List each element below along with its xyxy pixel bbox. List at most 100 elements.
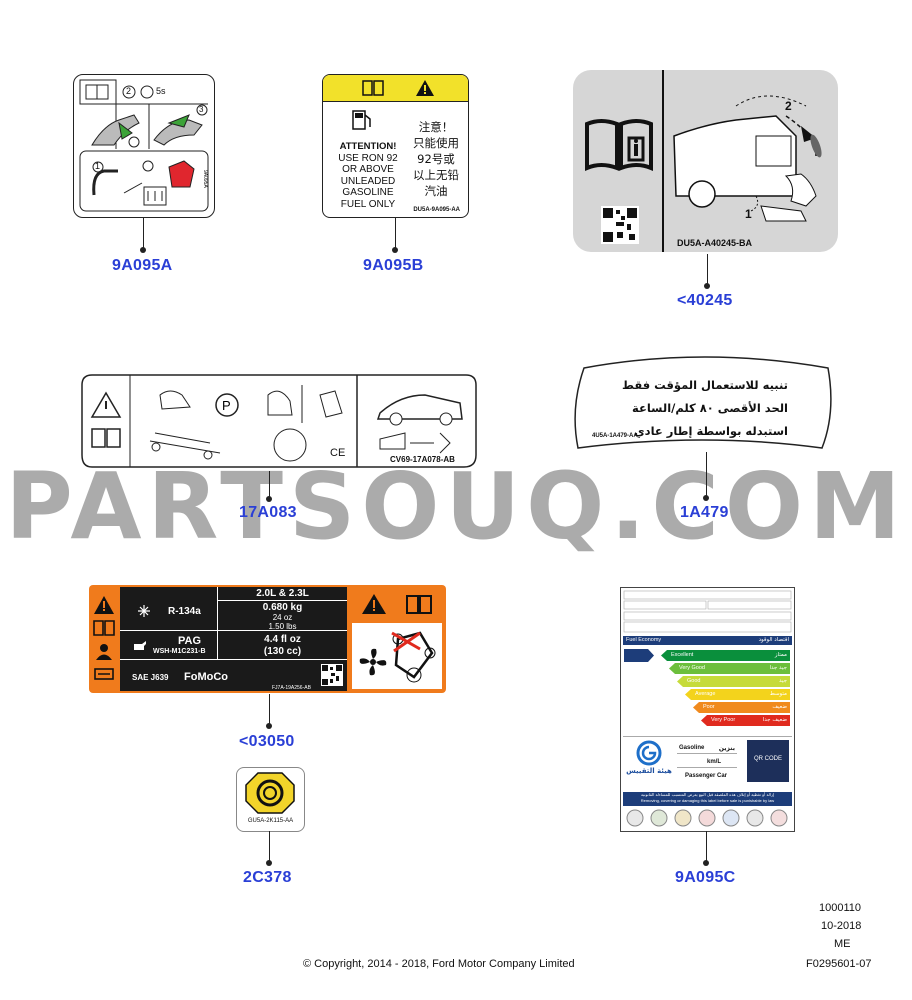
english-warning-text: ATTENTION! USE RON 92 OR ABOVE UNLEADED … bbox=[329, 141, 407, 210]
ce-mark: CE bbox=[330, 447, 346, 459]
step-one-label: 1 bbox=[745, 207, 752, 221]
fuel-line-1: USE RON 92 bbox=[338, 152, 398, 164]
part-number-17a083[interactable]: 17A083 bbox=[239, 504, 297, 521]
legal-warning-en: Removing, covering or damaging this labe… bbox=[640, 798, 775, 803]
label-2c378: GU5A-2K115-AA bbox=[236, 767, 305, 832]
warning-header bbox=[323, 75, 468, 102]
part-number-40245[interactable]: <40245 bbox=[677, 292, 733, 309]
warning-triangle-icon bbox=[362, 594, 386, 614]
energy-grade-bar: Very Poor ضعيف جدا bbox=[701, 715, 790, 726]
fan-icon bbox=[359, 648, 387, 676]
leader-line-9a095c bbox=[706, 831, 707, 863]
part-number-03050[interactable]: <03050 bbox=[239, 733, 295, 750]
manual-book-icon bbox=[362, 80, 384, 96]
fuel-type-value: Gasoline bbox=[679, 745, 705, 751]
part-number-9a095a[interactable]: 9A095A bbox=[112, 257, 173, 274]
svg-text:9A095A: 9A095A bbox=[202, 170, 208, 188]
part-number-9a095c[interactable]: 9A095C bbox=[675, 869, 736, 886]
fuel-economy-title: Fuel Economy bbox=[626, 637, 662, 643]
jacking-label-outline: P bbox=[81, 374, 477, 468]
fuel-pump-icon bbox=[352, 110, 371, 130]
fuel-line-5: FUEL ONLY bbox=[340, 198, 396, 210]
oil-quantity: 4.4 fl oz (130 cc) bbox=[218, 634, 347, 658]
warning-triangle-icon bbox=[94, 596, 114, 614]
leader-line-40245 bbox=[707, 254, 708, 286]
chinese-line-4: 以上无铅 bbox=[413, 168, 459, 182]
sae-standard: SAE J639 bbox=[132, 673, 169, 682]
vehicle-details-panel: هيئة التقييس Gasoline بنزين km/L Passeng… bbox=[623, 736, 792, 793]
chinese-line-1: 注意！ bbox=[418, 120, 454, 134]
vehicle-info-fields bbox=[623, 590, 792, 633]
leader-line-1a479 bbox=[706, 452, 707, 498]
grade-label-ar: جيد bbox=[779, 678, 787, 684]
fuel-line-2: OR ABOVE bbox=[342, 164, 394, 175]
reference-number: 1000110 bbox=[819, 902, 862, 914]
manual-book-icon bbox=[93, 620, 115, 636]
standards-authority-logo bbox=[636, 740, 662, 766]
figure-number: F0295601-07 bbox=[806, 958, 872, 970]
oil-spec: WSH-M1C231-B bbox=[153, 648, 206, 655]
label-code: FJ7A-19A256-AB bbox=[272, 685, 311, 691]
authority-name-ar: هيئة التقييس bbox=[626, 767, 672, 775]
leader-line-9a095a bbox=[143, 218, 144, 250]
chinese-line-2: 只能使用 bbox=[413, 136, 459, 150]
recovery-unit-icon bbox=[94, 668, 114, 680]
leader-line-2c378 bbox=[269, 831, 270, 863]
fuel-line-4: GASOLINE bbox=[342, 187, 394, 198]
label-9a095b: ATTENTION! USE RON 92 OR ABOVE UNLEADED … bbox=[322, 74, 469, 218]
leader-dot-03050 bbox=[266, 723, 272, 729]
manual-info-icon bbox=[585, 119, 653, 172]
leader-dot-9a095a bbox=[140, 247, 146, 253]
fuel-economy-bar: Fuel Economy اقتصاد الوقود bbox=[623, 636, 792, 645]
timer-value: 5s bbox=[156, 86, 166, 96]
coolant-cap-icon bbox=[245, 772, 295, 814]
reference-date: 10-2018 bbox=[821, 920, 862, 932]
gcc-member-emblems bbox=[626, 809, 788, 827]
fuel-type-field: Gasoline بنزين bbox=[677, 741, 737, 754]
leader-line-9a095b bbox=[395, 218, 396, 250]
manual-book-icon bbox=[406, 595, 432, 614]
fuel-line-3: UNLEADED bbox=[340, 175, 396, 187]
svg-text:P: P bbox=[222, 398, 231, 413]
grade-label: Very Poor bbox=[711, 717, 736, 723]
oil-type: PAG bbox=[178, 635, 202, 647]
arabic-line-2: الحد الأقصى ٨٠ كلم/الساعة bbox=[632, 401, 788, 415]
rating-pointer bbox=[624, 649, 654, 662]
spare-tyre-label-outline bbox=[574, 356, 832, 449]
label-code: CV69-17A078-AB bbox=[390, 455, 455, 464]
part-number-9a095b[interactable]: 9A095B bbox=[363, 257, 424, 274]
label-17a083: P CE CV69-17A078-AB bbox=[80, 373, 478, 469]
drive-belt-icon bbox=[391, 631, 436, 683]
leader-dot-40245 bbox=[704, 283, 710, 289]
attention-text: ATTENTION! bbox=[339, 141, 397, 152]
watermark: PARTSOUQ.COM bbox=[5, 453, 907, 560]
label-code: GU5A-2K115-AA bbox=[247, 818, 294, 824]
grade-label-ar: متوسط bbox=[769, 691, 787, 697]
grade-label: Poor bbox=[703, 704, 715, 710]
part-number-2c378[interactable]: 2C378 bbox=[243, 869, 292, 886]
weight-kg: 0.680 kg bbox=[262, 602, 303, 613]
refrigerant-weights: 0.680 kg 24 oz 1.50 lbs bbox=[218, 602, 347, 631]
step-two-number: 2 bbox=[126, 86, 132, 96]
grade-label-ar: ضعيف bbox=[772, 704, 787, 710]
refrigerant-type: R-134a bbox=[168, 606, 201, 617]
fuel-type-value-ar: بنزين bbox=[718, 745, 735, 752]
leader-dot-9a095c bbox=[703, 860, 709, 866]
economy-unit: km/L bbox=[707, 759, 722, 765]
grade-label-ar: ضعيف جدا bbox=[762, 717, 787, 723]
step-three-number: 3 bbox=[199, 105, 204, 114]
oil-can-icon bbox=[134, 641, 146, 650]
arabic-line-3: استبدله بواسطة إطار عادي bbox=[634, 424, 788, 438]
grade-label: Very Good bbox=[679, 665, 705, 671]
leader-dot-2c378 bbox=[266, 860, 272, 866]
brand-text: FoMoCo bbox=[184, 671, 228, 683]
vehicle-class: Passenger Car bbox=[685, 773, 728, 779]
part-number-1a479[interactable]: 1A479 bbox=[680, 504, 729, 521]
fuel-economy-title-ar: اقتصاد الوقود bbox=[758, 637, 789, 643]
copyright-text: © Copyright, 2014 - 2018, Ford Motor Com… bbox=[303, 958, 575, 970]
hands-free-tailgate-graphic bbox=[673, 95, 822, 222]
